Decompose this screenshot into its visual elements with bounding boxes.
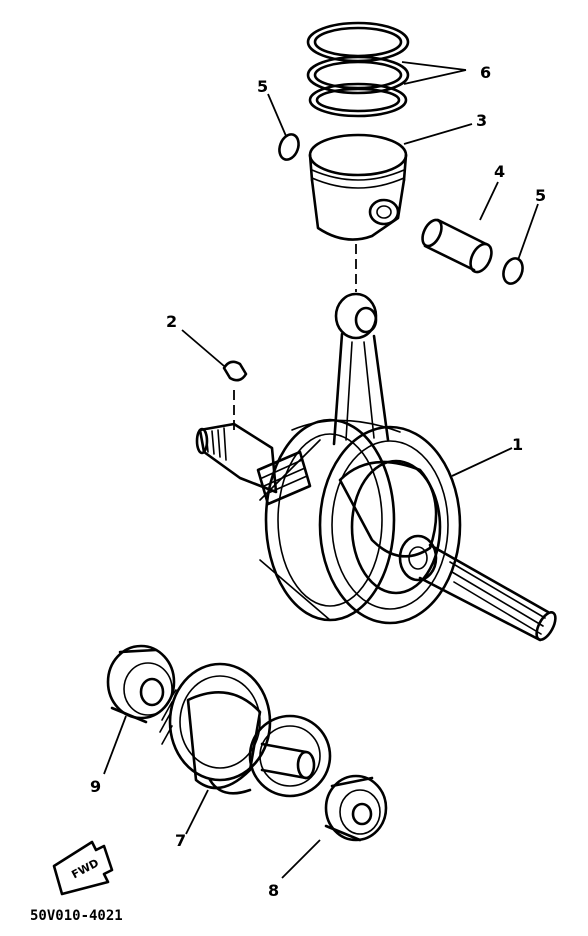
callout-9: 9 (90, 777, 101, 796)
callout-8: 8 (268, 881, 279, 900)
drawing-code: 50V010-4021 (30, 908, 123, 924)
callout-1: 1 (512, 435, 523, 454)
piston-rings (306, 21, 410, 118)
woodruff-key (222, 360, 248, 382)
callout-6: 6 (480, 63, 491, 82)
circlip-right (502, 257, 524, 285)
leader-lines (103, 61, 539, 879)
callout-4: 4 (494, 162, 505, 181)
balancer-shaft (159, 662, 332, 798)
bearing-right (324, 774, 388, 842)
piston (308, 133, 408, 241)
crankshaft-assembly (195, 292, 557, 642)
fwd-arrow-label: FWD (69, 856, 101, 881)
callout-3: 3 (476, 111, 487, 130)
piston-pin (421, 218, 493, 274)
bearing-left (106, 644, 176, 724)
forward-arrow: FWD (52, 840, 114, 896)
callout-7: 7 (175, 831, 186, 850)
callout-5-left: 5 (257, 77, 268, 96)
circlip-left (278, 133, 300, 161)
callout-2: 2 (166, 312, 177, 331)
callout-5-right: 5 (535, 186, 546, 205)
